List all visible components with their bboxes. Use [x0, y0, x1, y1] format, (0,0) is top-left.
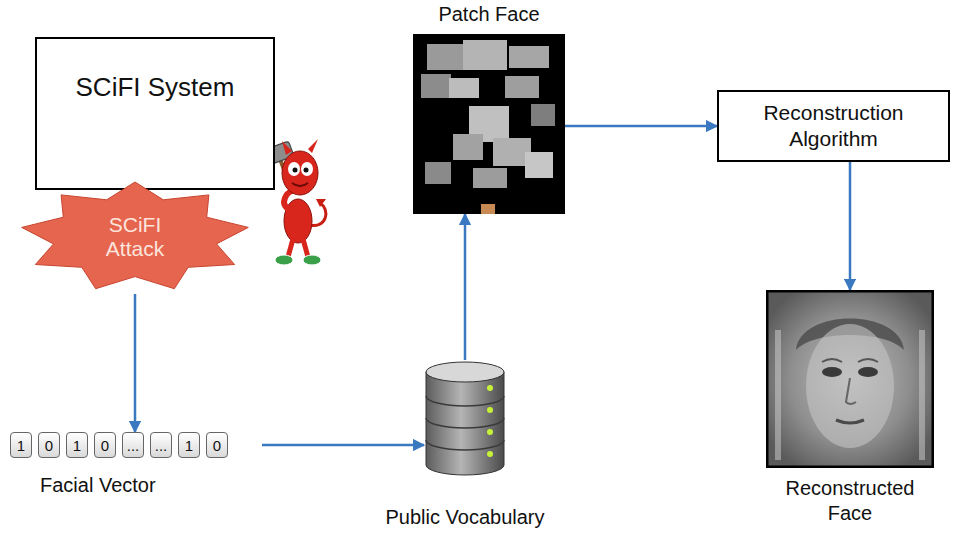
face-patch [421, 74, 451, 98]
process-box: Reconstruction Algorithm [717, 90, 950, 162]
face-patch [531, 104, 555, 126]
database-icon [424, 360, 506, 477]
attack-burst: SCiFI Attack [18, 180, 252, 294]
face-eye [822, 367, 842, 377]
bit-row: 1010......10 [10, 432, 262, 458]
face-patch [449, 78, 479, 98]
bit-cell: 1 [178, 432, 200, 458]
database-ring [426, 396, 504, 406]
bit-cell: ... [122, 432, 144, 458]
face-patch [473, 168, 507, 188]
face-eye [858, 367, 878, 377]
database-body [426, 372, 504, 475]
face-patch [525, 152, 553, 178]
database-light [487, 407, 493, 413]
image-caption: Reconstructed Face [775, 476, 925, 526]
face-patch [463, 40, 507, 70]
facial-vector: 1010......10Facial Vector [10, 432, 262, 504]
database-caption: Public Vocabulary [370, 505, 560, 529]
face-patch [509, 46, 549, 68]
system-box: SCiFI System [35, 37, 275, 190]
bit-cell: 0 [38, 432, 60, 458]
flow-arrow [849, 162, 852, 290]
bit-cell: ... [150, 432, 172, 458]
face-patch [427, 44, 465, 70]
patch-face-node: Patch Face [405, 2, 573, 216]
image-caption: Patch Face [405, 2, 573, 26]
database-top [426, 362, 504, 382]
face-patch [453, 134, 483, 160]
face-frame [767, 291, 933, 467]
attack-label: SCiFI Attack [80, 213, 190, 261]
flow-arrow [464, 214, 467, 360]
face-image [766, 290, 934, 468]
bit-cell: 1 [66, 432, 88, 458]
database-light [487, 451, 493, 457]
reconstructed-face-node: Reconstructed Face [765, 290, 935, 532]
bit-cell: 0 [94, 432, 116, 458]
database-light [487, 429, 493, 435]
flow-arrow [134, 294, 137, 432]
face-patch [425, 162, 451, 184]
database-ring [426, 440, 504, 450]
burst-shape [22, 182, 249, 289]
bit-cell: 1 [10, 432, 32, 458]
face-patch [505, 76, 539, 98]
flow-arrow [262, 444, 424, 447]
face-edge-shade [778, 330, 922, 460]
database-light [487, 385, 493, 391]
patch-face-picture [413, 34, 565, 214]
database-node: Public Vocabulary [370, 360, 560, 532]
vector-caption: Facial Vector [40, 474, 262, 497]
face-skin [806, 324, 894, 448]
reconstructed-face-picture [766, 290, 934, 468]
bit-cell: 0 [206, 432, 228, 458]
box-label: Reconstruction Algorithm [729, 100, 938, 153]
face-patch [481, 204, 495, 214]
database-cylinder [424, 360, 506, 477]
flow-arrow [565, 125, 717, 128]
patch-image [413, 34, 565, 214]
box-label: SCiFI System [47, 71, 263, 104]
face-nose [846, 378, 856, 404]
face-mouth [836, 420, 864, 423]
face-brows [822, 359, 878, 362]
database-ring [426, 418, 504, 428]
patch-ground [413, 34, 565, 214]
